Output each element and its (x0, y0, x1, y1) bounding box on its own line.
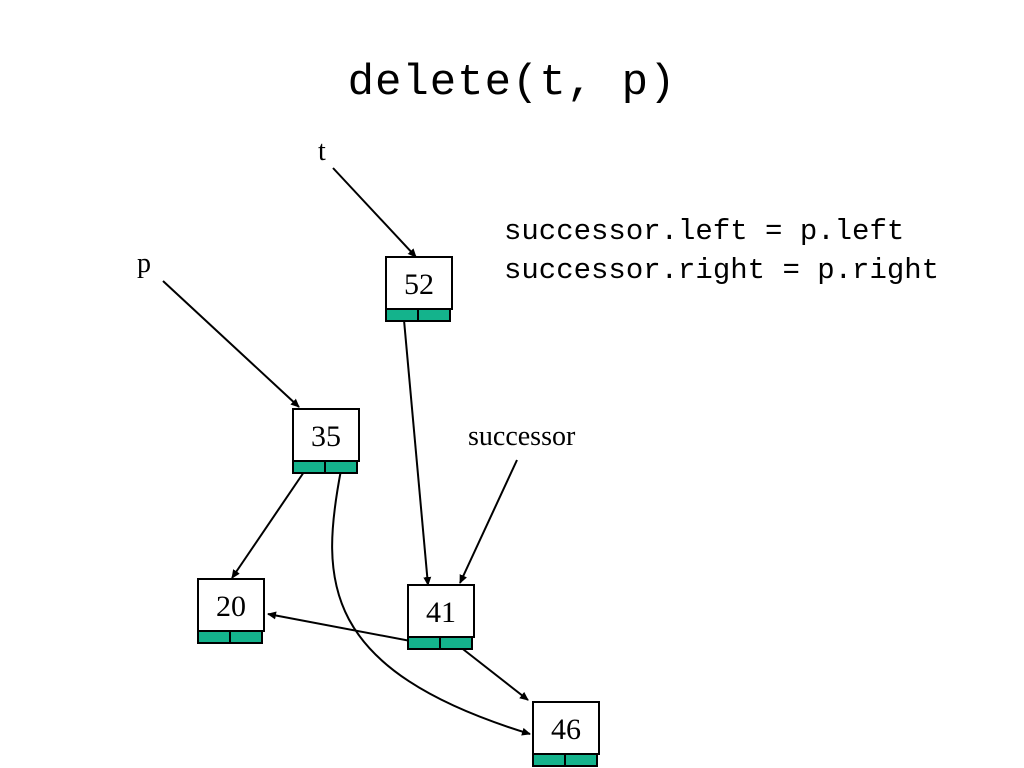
left-pointer (532, 753, 566, 767)
code-line-2: successor.right = p.right (504, 254, 940, 287)
node-value: 20 (197, 578, 265, 632)
node-value: 35 (292, 408, 360, 462)
label-successor: successor (468, 421, 576, 452)
tree-node-46: 46 (532, 701, 600, 767)
label-t: t (318, 136, 326, 167)
tree-node-20: 20 (197, 578, 265, 644)
edge-52-to-41 (403, 319, 432, 586)
right-pointer (231, 630, 263, 644)
arrow-p-to-35 (162, 280, 300, 408)
node-value: 41 (407, 584, 475, 638)
node-value: 52 (385, 256, 453, 310)
left-pointer (292, 460, 326, 474)
tree-node-52: 52 (385, 256, 453, 322)
arrow-t-to-52 (332, 167, 417, 258)
edge-41-to-46 (458, 645, 529, 701)
right-pointer (441, 636, 473, 650)
left-pointer (385, 308, 419, 322)
right-pointer (566, 753, 598, 767)
edge-35-to-20 (231, 468, 307, 579)
tree-node-41: 41 (407, 584, 475, 650)
label-p: p (137, 248, 151, 279)
node-value: 46 (532, 701, 600, 755)
code-line-1: successor.left = p.left (504, 215, 905, 248)
left-pointer (407, 636, 441, 650)
arrow-successor-to-41 (459, 459, 518, 584)
right-pointer (419, 308, 451, 322)
slide-title: delete(t, p) (347, 58, 677, 108)
code-block: successor.left = p.left successor.right =… (504, 212, 939, 290)
left-pointer (197, 630, 231, 644)
tree-node-35: 35 (292, 408, 360, 474)
edge-35-to-46 (331, 469, 531, 736)
right-pointer (326, 460, 358, 474)
